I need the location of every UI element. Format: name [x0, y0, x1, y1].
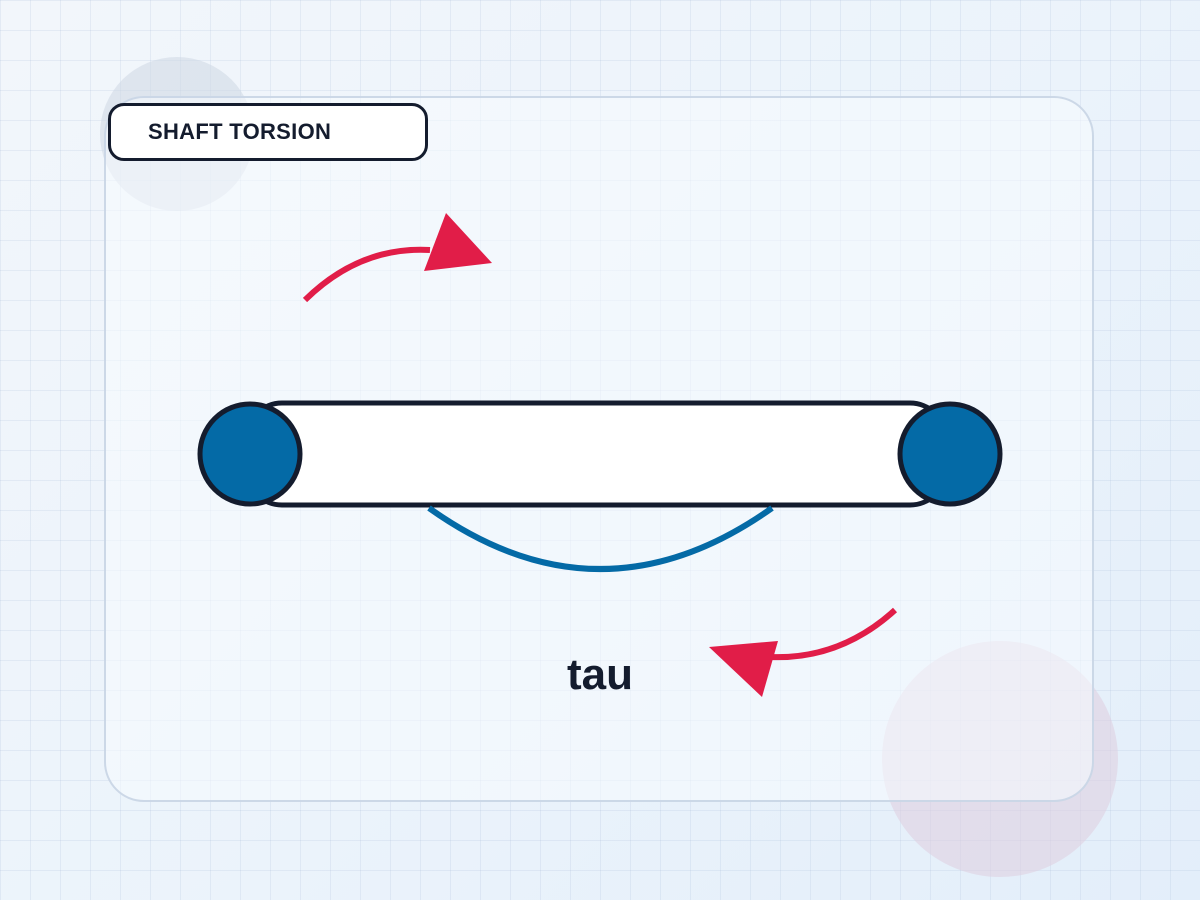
- twist-angle-arc: [427, 505, 774, 572]
- torque-arrow-top-icon: [302, 213, 492, 303]
- shaft-end-right: [897, 401, 1003, 507]
- shaft-end-left: [197, 401, 303, 507]
- torque-arrow-bottom-icon: [709, 607, 898, 697]
- diagram-title-text: SHAFT TORSION: [148, 119, 332, 144]
- shaft-body: [243, 400, 949, 508]
- torque-label: tau: [567, 650, 633, 699]
- diagram-title: SHAFT TORSION: [108, 103, 428, 161]
